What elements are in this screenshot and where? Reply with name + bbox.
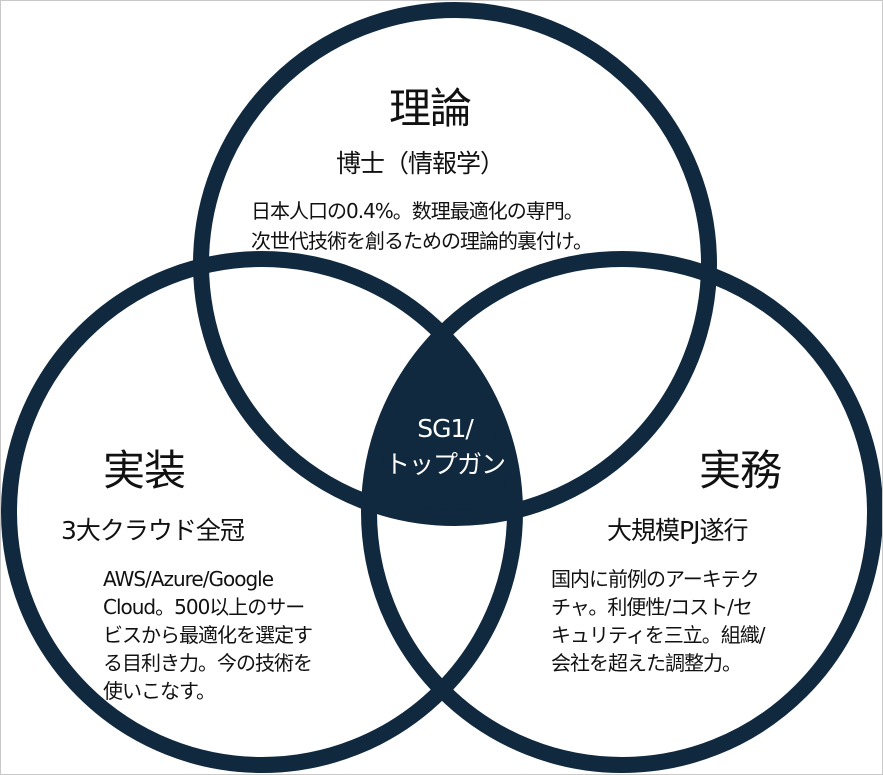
practice-line: 会社を超えた調整力。	[551, 651, 742, 675]
theory-subtitle: 博士（情報学）	[336, 149, 505, 178]
practice-line: チャ。利便性/コスト/セ	[551, 595, 753, 619]
center-label-line-2: トップガン	[384, 450, 506, 479]
implementation-line: る目利き力。今の技術を	[103, 651, 313, 675]
theory-line-1: 日本人口の0.4%。数理最適化の専門。	[251, 199, 584, 223]
implementation-line: AWS/Azure/Google	[103, 567, 274, 591]
implementation-line: ビスから最適化を選定す	[103, 623, 313, 647]
implementation-body: AWS/Azure/Google Cloud。500以上のサー ビスから最適化を…	[103, 565, 313, 705]
implementation-subtitle: 3大クラウド全冠	[61, 516, 245, 545]
practice-title: 実務	[699, 446, 782, 495]
practice-subtitle: 大規模PJ遂行	[607, 516, 748, 545]
theory-title: 理論	[389, 84, 472, 133]
practice-line: キュリティを三立。組織/	[551, 623, 766, 647]
center-label-line-1: SG1/	[417, 414, 474, 443]
practice-circle	[361, 251, 882, 773]
implementation-line: Cloud。500以上のサー	[103, 595, 305, 619]
practice-line: 国内に前例のアーキテク	[551, 567, 760, 591]
implementation-line: 使いこなす。	[103, 679, 216, 703]
implementation-circle	[1, 251, 523, 773]
theory-line-2: 次世代技術を創るための理論的裏付け。	[251, 229, 593, 253]
practice-body: 国内に前例のアーキテク チャ。利便性/コスト/セ キュリティを三立。組織/ 会社…	[551, 565, 766, 677]
center-label: SG1/ トップガン	[379, 411, 511, 483]
implementation-title: 実装	[103, 446, 186, 495]
